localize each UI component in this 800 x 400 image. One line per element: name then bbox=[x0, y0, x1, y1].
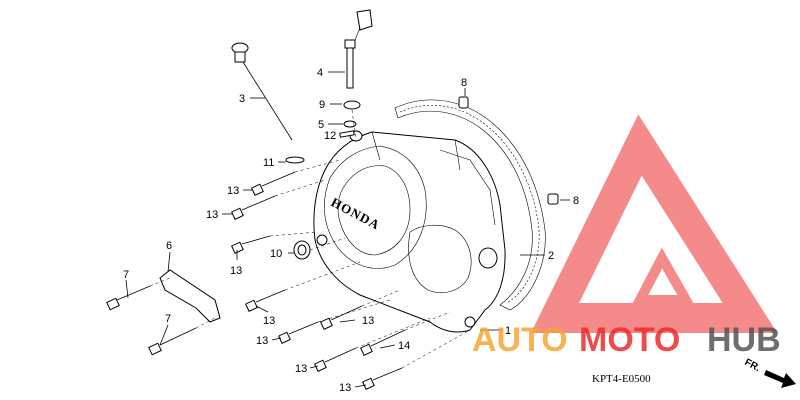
bolt-13b-part bbox=[231, 195, 276, 220]
dipstick-part bbox=[231, 42, 293, 141]
bolt-13c-part bbox=[231, 235, 271, 254]
callout-7b: 7 bbox=[165, 313, 171, 325]
grommet-5-part bbox=[343, 120, 357, 128]
bolt-13d-part bbox=[245, 289, 286, 312]
callout-8a: 8 bbox=[461, 77, 467, 89]
bolt-13g-part bbox=[314, 347, 357, 372]
watermark-logo-icon bbox=[530, 114, 778, 333]
callout-3: 3 bbox=[239, 93, 245, 105]
bolt-13f-part bbox=[278, 321, 319, 344]
callout-13c: 13 bbox=[230, 265, 242, 277]
callout-10: 10 bbox=[270, 248, 282, 260]
callout-13d: 13 bbox=[263, 315, 275, 327]
callout-9: 9 bbox=[319, 99, 325, 111]
dowel-8a-part bbox=[458, 96, 469, 109]
callout-14: 14 bbox=[398, 340, 410, 352]
watermark-moto: MOTO bbox=[579, 321, 680, 359]
callout-2: 2 bbox=[548, 250, 554, 262]
bolt-14-part bbox=[360, 329, 406, 356]
callout-13h: 13 bbox=[339, 382, 351, 394]
washer-9-part bbox=[343, 100, 361, 110]
callout-1: 1 bbox=[505, 325, 511, 337]
watermark-hub: HUB bbox=[707, 321, 781, 359]
callout-6: 6 bbox=[166, 240, 172, 252]
front-arrow-icon: FR. bbox=[743, 357, 796, 388]
watermark-text: AUTO MOTO HUB bbox=[472, 321, 781, 359]
front-arrow-label: FR. bbox=[743, 357, 763, 374]
callout-8b: 8 bbox=[573, 195, 579, 207]
breather-tube-part bbox=[344, 9, 373, 89]
oring-11-part bbox=[285, 156, 305, 164]
crankcase-cover-part: HONDA bbox=[313, 130, 506, 333]
bolt-7a-part bbox=[106, 285, 151, 311]
bolt-13e-part bbox=[320, 305, 363, 330]
leader-lines bbox=[125, 71, 570, 388]
callout-7a: 7 bbox=[123, 269, 129, 281]
callout-13g: 13 bbox=[295, 363, 307, 375]
callout-5: 5 bbox=[318, 119, 324, 131]
callout-12: 12 bbox=[324, 130, 336, 142]
callout-13f: 13 bbox=[256, 335, 268, 347]
callout-13e: 13 bbox=[362, 315, 374, 327]
callout-13a: 13 bbox=[227, 185, 239, 197]
watermark-auto: AUTO bbox=[472, 321, 568, 359]
alignment-lines bbox=[149, 109, 471, 369]
bolt-13a-part bbox=[251, 171, 296, 196]
oil-seal-10-part bbox=[293, 240, 311, 260]
callout-11: 11 bbox=[263, 157, 274, 169]
dowel-8b-part bbox=[547, 193, 559, 205]
bolt-13h-part bbox=[362, 367, 403, 390]
gasket-part bbox=[394, 99, 546, 311]
callout-13b: 13 bbox=[206, 209, 218, 221]
callout-4: 4 bbox=[317, 67, 323, 79]
bolt-7b-part bbox=[148, 327, 197, 356]
bracket-6-part bbox=[159, 269, 221, 323]
diagram-code: KPT4-E0500 bbox=[592, 373, 651, 385]
pin-12-part bbox=[339, 130, 355, 138]
